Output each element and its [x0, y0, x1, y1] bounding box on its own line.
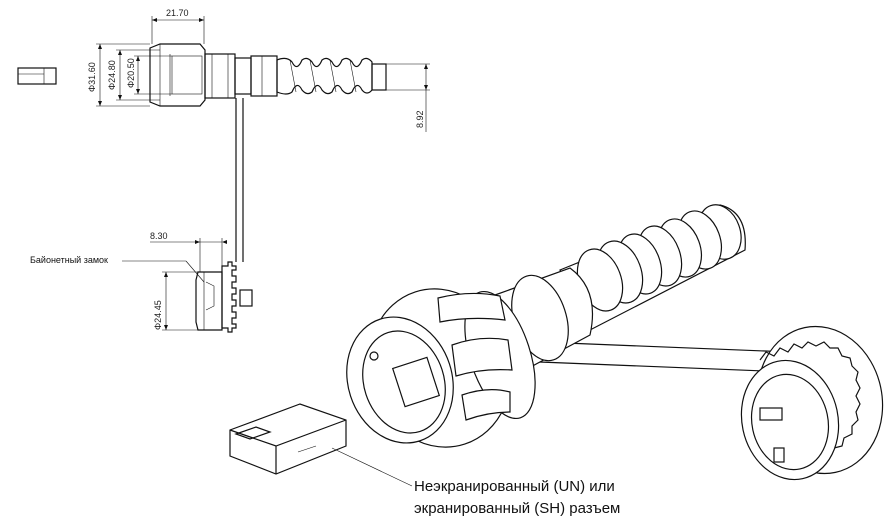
side-view-connector [17, 43, 387, 262]
bayonet-lock-side-view [195, 261, 253, 333]
dim-lock-dia: Φ24.45 [153, 300, 163, 330]
connector-front-face [346, 316, 454, 444]
strain-relief [559, 204, 746, 331]
dim-width-top: 21.70 [166, 8, 189, 18]
dim-dia-outer: Φ31.60 [87, 62, 97, 92]
bayonet-cap [740, 325, 884, 481]
caption-leader [331, 447, 413, 487]
isometric-connector [346, 204, 884, 481]
dim-dia-mid: Φ24.80 [107, 60, 117, 90]
plug-sketch-small [17, 67, 57, 85]
caption-line-1: Неэкранированный (UN) или [414, 478, 615, 495]
caption-line-2: экранированный (SH) разъем [414, 500, 620, 517]
dim-dia-inner: Φ20.50 [126, 58, 136, 88]
rj45-plug [229, 403, 347, 475]
dimension-lines-lock [122, 238, 227, 331]
dimension-lines-top [96, 16, 430, 132]
dim-cable: 8.92 [415, 110, 425, 128]
label-bayonet-lock: Байонетный замок [30, 255, 108, 265]
dim-lock-width: 8.30 [150, 231, 168, 241]
